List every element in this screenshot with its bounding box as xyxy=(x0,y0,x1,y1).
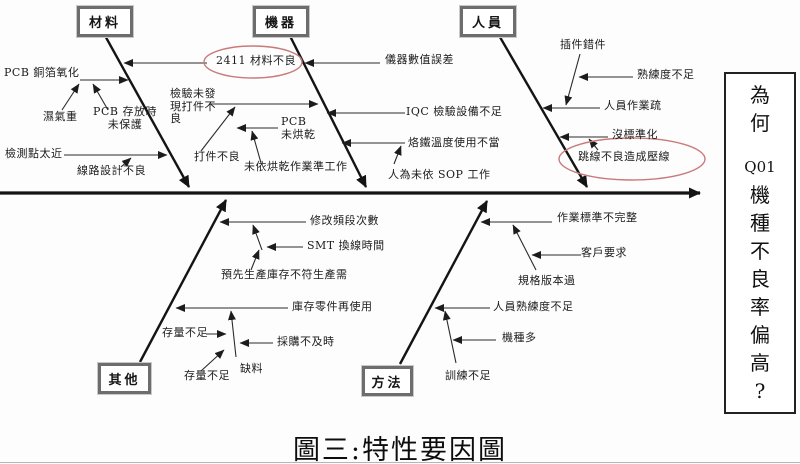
cause-personnel-proficiency: 人員熟練度不足 xyxy=(493,300,574,313)
problem-char: 率 xyxy=(750,295,770,319)
cause-iqc-equipment-insufficient: IQC 檢驗設備不足 xyxy=(406,105,503,118)
cause-materials-defect-2411: 2411 材料不良 xyxy=(216,54,296,67)
cause-smt-changeover-time: SMT 換線時間 xyxy=(307,239,385,252)
cause-test-points-too-close: 檢測點太近 xyxy=(5,147,63,160)
cause-placement-defect: 打件不良 xyxy=(194,150,240,163)
materials-bone xyxy=(101,31,191,188)
cause-arrows xyxy=(61,53,633,372)
category-box-personnel: 人員 xyxy=(460,6,516,37)
cause-pcb-not-dried: PCB 未烘乾 xyxy=(281,115,316,141)
cause-soldering-iron-temperature: 烙鐵溫度使用不當 xyxy=(408,136,500,149)
problem-char: 高 xyxy=(750,351,770,375)
problem-char: 種 xyxy=(750,211,770,235)
problem-char: Q01 xyxy=(744,158,776,176)
problem-char: 機 xyxy=(750,183,770,207)
others-bone xyxy=(138,199,228,363)
cause-not-following-drying-standard: 未依烘乾作業準工作 xyxy=(244,160,348,173)
problem-char: ? xyxy=(754,379,766,403)
cause-no-standardization: 沒標準化 xyxy=(612,128,658,141)
cause-wrong-component-insertion: 插件錯件 xyxy=(560,38,606,51)
cause-proficiency-insufficient: 熟練度不足 xyxy=(637,68,695,81)
cause-personnel-operation-lapse: 人員作業疏 xyxy=(604,99,662,112)
category-box-others: 其他 xyxy=(98,363,151,394)
cause-inspection-missed-defect: 檢驗未發 現打件不 良 xyxy=(170,87,216,125)
cause-stock-insufficient-2: 存量不足 xyxy=(184,369,230,382)
cause-inventory-parts-reuse: 庫存零件再使用 xyxy=(292,300,373,313)
cause-jumper-defect-pressed-wire: 跳線不良造成壓線 xyxy=(578,150,670,163)
cause-circuit-design-poor: 線路設計不良 xyxy=(77,164,146,177)
cause-work-standard-incomplete: 作業標準不完整 xyxy=(557,211,638,224)
cause-frequency-band-changes: 修改頻段次數 xyxy=(310,214,379,227)
category-box-methods: 方法 xyxy=(362,366,413,396)
cause-pcb-copper-oxidation: PCB 銅箔氧化 xyxy=(4,66,80,79)
cause-pcb-storage-unprotected: PCB 存放時 未保護 xyxy=(93,105,157,131)
personnel-bone xyxy=(495,31,589,188)
problem-statement-box: 為 何 Q01 機 種 不 良 率 偏 高 ? xyxy=(724,72,796,414)
highlight-oval-jumper xyxy=(558,137,706,181)
cause-procurement-not-timely: 採購不及時 xyxy=(277,335,335,348)
cause-training-insufficient: 訓練不足 xyxy=(445,369,491,382)
cause-stock-insufficient-1: 存量不足 xyxy=(162,326,208,339)
cause-heavy-moisture: 濕氣重 xyxy=(43,110,78,123)
methods-bone xyxy=(398,200,489,365)
category-box-materials: 材料 xyxy=(77,6,133,37)
cause-not-following-sop: 人為未依 SOP 工作 xyxy=(388,168,491,181)
main-bones xyxy=(0,31,701,365)
cause-material-shortage: 缺料 xyxy=(240,362,263,375)
highlight-oval-materials xyxy=(203,45,303,79)
bottom-rule xyxy=(0,462,800,463)
problem-char: 偏 xyxy=(750,323,770,347)
problem-char: 良 xyxy=(750,267,770,291)
figure-caption: 圖三:特性要因圖 xyxy=(292,435,508,464)
problem-char: 不 xyxy=(750,239,770,263)
problem-char: 何 xyxy=(750,111,770,135)
cause-prestock-mismatch: 預先生產庫存不符生產需 xyxy=(221,268,348,281)
fishbone-skeleton xyxy=(0,31,706,372)
category-box-machine: 機器 xyxy=(253,6,309,37)
cause-spec-version: 規格版本過 xyxy=(518,274,576,287)
cause-many-models: 機種多 xyxy=(502,331,537,344)
problem-char: 為 xyxy=(750,83,770,107)
cause-instrument-value-error: 儀器數值誤差 xyxy=(385,53,454,66)
cause-customer-requirements: 客戶要求 xyxy=(581,246,627,259)
